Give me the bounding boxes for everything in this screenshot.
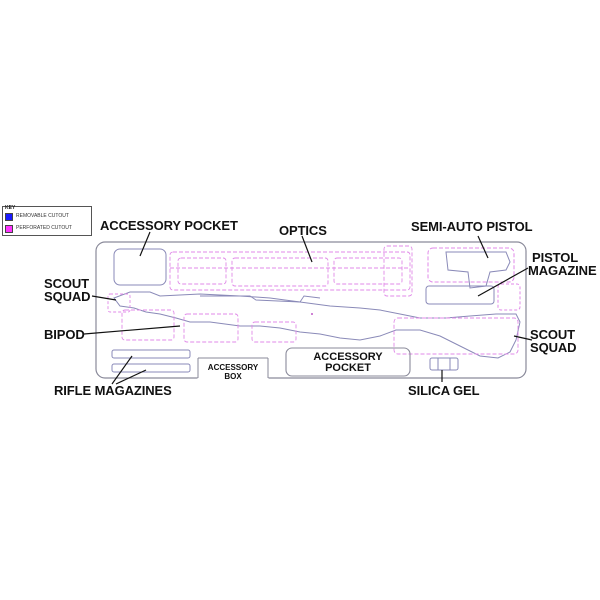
accessory-pocket-top-cutout [113,248,167,286]
label-accessory-pocket-bottom-line1: ACCESSORY [313,351,383,363]
leader-scout-squad-right [513,335,533,341]
legend-item-perforated: PERFORATED CUTOUT [5,224,72,233]
accessory-pocket-bottom-cutout [285,347,411,377]
leader-rifle-magazines-b [115,369,147,385]
silica-gel-cutout [429,357,459,371]
legend-title: KEY [5,205,16,211]
label-semi-auto-pistol: SEMI-AUTO PISTOL [411,219,533,234]
legend-label-removable: REMOVABLE CUTOUT [16,213,69,219]
label-pistol-magazine-line2: MAGAZINE [528,263,597,278]
leader-semi-auto-pistol [477,235,489,259]
insert-outline [95,241,527,379]
leader-rifle-magazines-a [111,355,133,385]
label-scout-squad-left-line2: SQUAD [44,289,91,304]
leader-bipod [83,325,181,335]
legend-label-perforated: PERFORATED CUTOUT [16,225,72,231]
leader-optics [301,235,313,263]
center-mark [311,313,313,315]
legend-key: KEY REMOVABLE CUTOUT PERFORATED CUTOUT [2,206,92,236]
label-rifle-magazines: RIFLE MAGAZINES [54,383,172,398]
label-accessory-box-line1: ACCESSORY [207,363,259,372]
leader-pistol-magazine [477,267,529,297]
leader-accessory-pocket [139,231,151,257]
optics-cutout [169,245,413,297]
perforated-swatch-icon [5,224,13,233]
label-scout-squad-right-line2: SQUAD [530,340,577,355]
scout-squad-right-cutout [393,317,519,355]
label-scout-squad-left-line1: SCOUT [44,276,90,291]
legend-item-removable: REMOVABLE CUTOUT [5,212,69,221]
leader-lines [83,231,533,385]
leader-scout-squad-left [91,295,117,301]
removable-swatch-icon [5,212,13,221]
label-bipod: BIPOD [44,327,85,342]
label-accessory-pocket-top: ACCESSORY POCKET [100,218,238,233]
label-accessory-box-line2: BOX [224,372,242,381]
label-pistol-magazine-line1: PISTOL [532,250,579,265]
label-scout-squad-right-line1: SCOUT [530,327,576,342]
scope-cutout [200,295,321,303]
bipod-cutout [121,309,297,343]
label-optics: OPTICS [279,223,327,238]
scout-squad-left-cutout [107,293,131,313]
pistol-magazine-cutout [425,283,521,311]
label-accessory-pocket-bottom-line2: POCKET [325,362,371,374]
pistol-cutout [427,247,515,289]
label-silica-gel: SILICA GEL [408,383,480,398]
rifle-magazines-cutout [111,349,191,373]
